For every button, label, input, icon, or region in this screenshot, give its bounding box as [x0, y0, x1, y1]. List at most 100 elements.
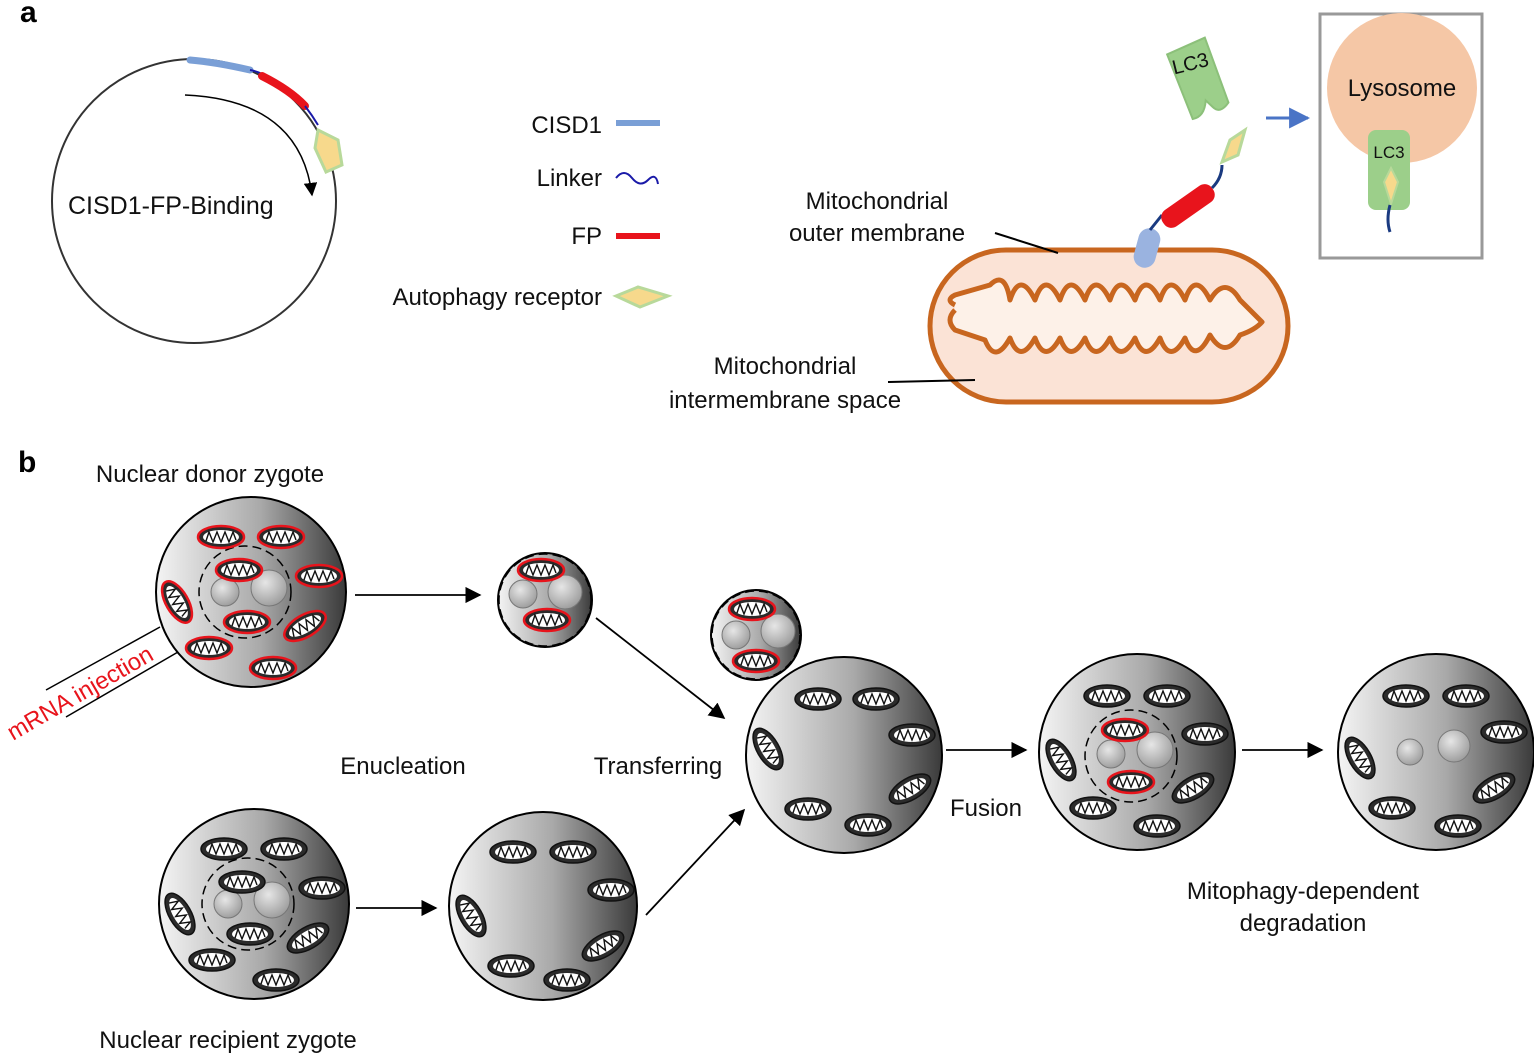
mitochondrion [1069, 796, 1117, 820]
donor-zygote [155, 496, 347, 688]
tagged-mitochondrion [516, 557, 566, 583]
panel-b-letter: b [18, 446, 36, 479]
mitochondrion [200, 837, 248, 861]
lysosome-label: Lysosome [1348, 75, 1457, 102]
plasmid: CISD1-FP-Binding [51, 56, 344, 344]
mitochondrion [226, 922, 274, 946]
post-mitophagy-zygote [1337, 653, 1534, 851]
outer-membrane-pointer [994, 232, 1059, 254]
pronucleus [547, 574, 583, 610]
mitochondrion [794, 687, 842, 711]
legend-receptor-label: Autophagy receptor [393, 284, 602, 311]
enucleated-recipient [448, 811, 638, 1001]
mitochondrion [587, 878, 635, 902]
plasmid-label: CISD1-FP-Binding [68, 192, 274, 220]
enucleation-label: Enucleation [340, 753, 465, 780]
fusion-label: Fusion [950, 795, 1022, 822]
mitochondrion [887, 232, 1291, 405]
pronucleus [1136, 731, 1174, 769]
donor-karyoplast [497, 552, 593, 648]
mitochondrion [549, 840, 597, 864]
injection-pipette [45, 626, 179, 718]
process-arrows [355, 586, 1324, 917]
cisd1-anchor [1133, 228, 1161, 268]
pronucleus [1096, 739, 1126, 769]
receptor-diamond [1219, 126, 1248, 165]
legend-cisd1-label: CISD1 [531, 112, 602, 139]
mitochondrion [188, 948, 236, 972]
mitochondrion [260, 837, 308, 861]
mitochondrion [286, 922, 330, 954]
mitochondrion [888, 773, 932, 805]
legend-fp-label: FP [571, 223, 602, 250]
mitochondrion [487, 954, 535, 978]
mitochondrion [298, 876, 346, 900]
zygote-cells [155, 496, 1534, 1001]
pronucleus [210, 577, 240, 607]
intermembrane-label-1: Mitochondrial [714, 353, 857, 380]
degradation-label-1: Mitophagy-dependent [1187, 878, 1420, 905]
tagged-mitochondrion [522, 607, 572, 633]
karyoplast-boundary [198, 545, 292, 639]
mitochondrion [888, 723, 936, 747]
mitochondrion [489, 840, 537, 864]
legend: CISD1 Linker FP Autophagy receptor [393, 112, 673, 311]
lysosome-box: Lysosome LC3 [1318, 12, 1484, 260]
tagged-mitochondrion [1106, 769, 1156, 795]
tagged-mitochondrion [731, 648, 781, 674]
degradation-label-2: degradation [1240, 910, 1367, 937]
mitochondrion [1181, 722, 1229, 746]
recipient-label: Nuclear recipient zygote [99, 1027, 356, 1054]
mitochondrion [1382, 684, 1430, 708]
mitochondrion [581, 930, 625, 962]
mitochondrion [218, 870, 266, 894]
lysosome [1327, 13, 1477, 163]
pronucleus [760, 613, 796, 649]
outer-membrane-label-2: outer membrane [789, 220, 965, 247]
mitochondrion [252, 968, 300, 992]
injection-label: mRNA injection [2, 641, 158, 746]
mitochondrion [1480, 720, 1528, 744]
karyoplast-boundary [1084, 709, 1178, 803]
tagged-mitochondrion [1100, 717, 1150, 743]
mitochondrion [1472, 772, 1516, 804]
legend-receptor-swatch [612, 285, 673, 309]
karyoplast-boundary [201, 857, 295, 951]
mitochondrion [1083, 684, 1131, 708]
tagged-mitochondrion [283, 609, 327, 643]
panel-a-letter: a [20, 0, 37, 29]
mitochondrion [1171, 772, 1215, 804]
plasmid-direction-arrow [184, 94, 318, 197]
mitochondrion [852, 687, 900, 711]
mitochondrion [164, 892, 196, 936]
pronucleus [250, 569, 288, 607]
pronucleus [213, 889, 243, 919]
tagged-mitochondrion [222, 609, 272, 635]
legend-linker-swatch [615, 172, 659, 185]
lc3-free: LC3 [1165, 36, 1230, 121]
mitochondrion [1368, 796, 1416, 820]
tagged-mitochondrion [294, 563, 344, 589]
plasmid-fp-segment [258, 72, 309, 110]
intermembrane-pointer [887, 379, 976, 383]
tagged-mitochondrion [214, 557, 264, 583]
mitochondrion [1143, 684, 1191, 708]
tagged-mitochondrion [160, 580, 194, 624]
fp-barrel [1161, 184, 1215, 228]
transferred-karyoplast [710, 589, 802, 681]
mitochondrion [1344, 736, 1376, 780]
recipient-zygote [158, 808, 350, 1000]
tagged-mitochondrion [196, 524, 246, 550]
legend-linker-label: Linker [537, 165, 602, 192]
anchored-construct [1133, 126, 1248, 268]
tagged-mitochondrion [248, 655, 298, 681]
outer-membrane-label-1: Mitochondrial [806, 188, 949, 215]
pronucleus [508, 579, 538, 609]
transferring-label: Transferring [594, 753, 722, 780]
mitochondrion [1133, 814, 1181, 838]
mitochondrion [752, 727, 784, 771]
donor-label: Nuclear donor zygote [96, 461, 324, 488]
mitochondrion [1434, 814, 1482, 838]
karyoplast-boundary [498, 553, 592, 647]
